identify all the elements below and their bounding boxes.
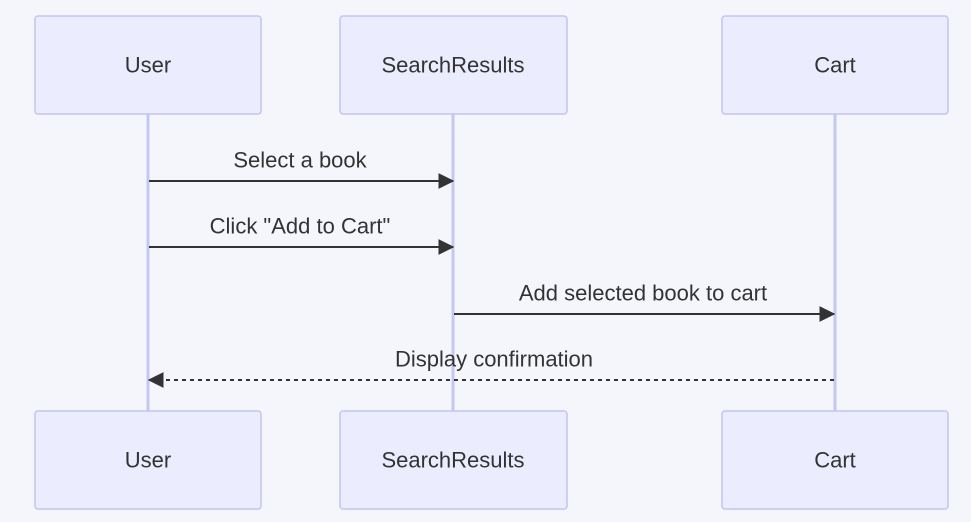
message-label: Click "Add to Cart": [210, 214, 391, 239]
participant-label: SearchResults: [381, 53, 524, 78]
participant-label: Cart: [814, 448, 856, 473]
participant-box: [721, 15, 949, 115]
message-label: Select a book: [233, 148, 367, 173]
message-add-book-to-cart: Add selected book to cart: [454, 281, 836, 322]
participant-box: [34, 410, 262, 510]
participant-box: [339, 410, 568, 510]
participant-cart-bottom: Cart: [721, 410, 949, 510]
messages: Select a book Click "Add to Cart" Add se…: [147, 148, 836, 388]
participant-box: [339, 15, 568, 115]
participant-user-bottom: User: [34, 410, 262, 510]
participants-top: User SearchResults Cart: [34, 15, 949, 115]
message-click-add-to-cart: Click "Add to Cart": [149, 214, 455, 255]
participant-search-results-bottom: SearchResults: [339, 410, 568, 510]
participant-user-top: User: [34, 15, 262, 115]
message-label: Add selected book to cart: [519, 281, 767, 306]
participant-cart-top: Cart: [721, 15, 949, 115]
lifelines: [146, 114, 837, 411]
participant-box: [721, 410, 949, 510]
participants-bottom: User SearchResults Cart: [34, 410, 949, 510]
participant-search-results-top: SearchResults: [339, 15, 568, 115]
participant-label: Cart: [814, 53, 856, 78]
participant-box: [34, 15, 262, 115]
message-display-confirmation: Display confirmation: [147, 347, 834, 388]
participant-label: User: [125, 53, 171, 78]
participant-label: SearchResults: [381, 448, 524, 473]
message-label: Display confirmation: [395, 347, 593, 372]
participant-label: User: [125, 448, 171, 473]
message-select-book: Select a book: [149, 148, 455, 189]
